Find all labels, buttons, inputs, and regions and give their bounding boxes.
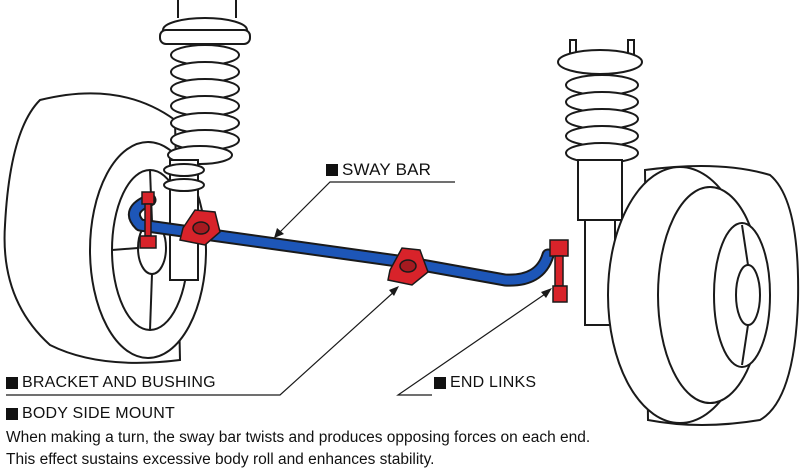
leader-lines — [6, 181, 549, 396]
caption-line-2: This effect sustains excessive body roll… — [6, 451, 435, 468]
square-bullet-icon — [6, 377, 18, 389]
square-bullet-icon — [6, 408, 18, 420]
sway-bar-label: SWAY BAR — [326, 160, 431, 180]
body-side-mount-label: BODY SIDE MOUNT — [6, 405, 175, 423]
caption-line-1: When making a turn, the sway bar twists … — [6, 429, 591, 446]
bracket-arrow — [389, 286, 399, 296]
right-strut — [557, 39, 643, 326]
center-bracket — [387, 247, 429, 286]
bracket-bushing-label: BRACKET AND BUSHING — [6, 374, 216, 392]
body-side-mount-label-text: BODY SIDE MOUNT — [22, 405, 175, 422]
left-end-link — [139, 191, 157, 249]
sway-bar-arrow — [274, 228, 284, 238]
square-bullet-icon — [326, 164, 338, 176]
end-link-arrow — [541, 288, 552, 298]
sway-bar-label-text: SWAY BAR — [342, 160, 432, 179]
left-bracket — [179, 209, 221, 246]
bracket-bushing-label-text: BRACKET AND BUSHING — [22, 374, 216, 391]
end-links-label: END LINKS — [434, 374, 536, 392]
square-bullet-icon — [434, 377, 446, 389]
end-links-label-text: END LINKS — [450, 374, 537, 391]
right-wheel — [607, 165, 800, 426]
left-strut — [159, 0, 251, 281]
right-end-link — [549, 239, 569, 303]
